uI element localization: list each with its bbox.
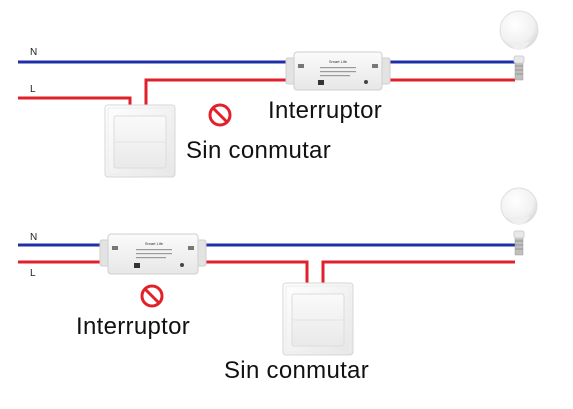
top-neutral-label: N [30, 47, 37, 58]
bottom-switch-caption: Sin conmutar [224, 357, 369, 384]
top-smart-switch-module: Smart Life [285, 51, 391, 91]
bottom-smart-switch-module: Smart Life [99, 233, 207, 275]
no-symbol-icon [208, 103, 232, 127]
top-module-brand: Smart Life [329, 59, 348, 64]
bottom-module-caption: Interruptor [76, 313, 190, 340]
bottom-neutral-label: N [30, 232, 37, 243]
top-switch-caption: Sin conmutar [186, 137, 331, 164]
bottom-live-wire [18, 260, 515, 290]
top-live-wire [18, 78, 515, 112]
bottom-module-brand: Smart Life [145, 241, 164, 246]
light-bulb-icon [500, 187, 538, 256]
top-wall-switch [104, 104, 176, 178]
light-bulb-icon [499, 10, 539, 81]
top-module-caption: Interruptor [268, 97, 382, 124]
no-symbol-icon [140, 284, 164, 308]
top-diagram: N L Smart Life Interruptor [18, 10, 539, 178]
bottom-diagram: N L Smart Life Interruptor [18, 187, 538, 384]
bottom-live-label: L [30, 268, 36, 279]
top-live-label: L [30, 84, 36, 95]
bottom-wall-switch [282, 282, 354, 356]
